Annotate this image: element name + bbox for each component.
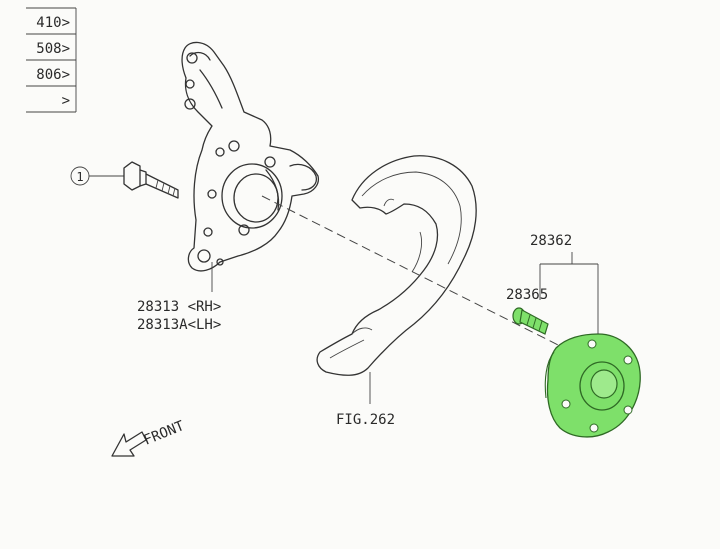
hub-bolt <box>512 307 549 335</box>
leader-lines <box>211 252 599 404</box>
label-knuckle-lh: 28313A<LH> <box>137 317 221 333</box>
callout-number: 1 <box>76 170 83 184</box>
label-hub-assembly: 28362 <box>530 233 572 249</box>
axis-centerline <box>261 195 581 357</box>
legend-table: 410> 508> 806> > <box>26 7 77 113</box>
part-labels: 28313 <RH> 28313A<LH> 28362 28365 FIG.26… <box>137 233 572 428</box>
label-knuckle-rh: 28313 <RH> <box>137 299 221 315</box>
legend-row-4: > <box>62 93 70 109</box>
legend-row-2: 508> <box>36 41 70 57</box>
dust-shield <box>316 155 477 376</box>
label-shield-ref: FIG.262 <box>336 412 395 428</box>
hub-assembly <box>544 333 641 438</box>
front-label: FRONT <box>142 418 188 449</box>
legend-row-1: 410> <box>36 15 70 31</box>
label-hub-bolt: 28365 <box>506 287 548 303</box>
front-indicator: FRONT <box>111 418 188 457</box>
legend-row-3: 806> <box>36 67 70 83</box>
front-arrow-icon <box>111 431 147 457</box>
knuckle-bolt <box>123 161 179 199</box>
callout-1: 1 <box>70 166 124 186</box>
steering-knuckle <box>181 41 320 272</box>
